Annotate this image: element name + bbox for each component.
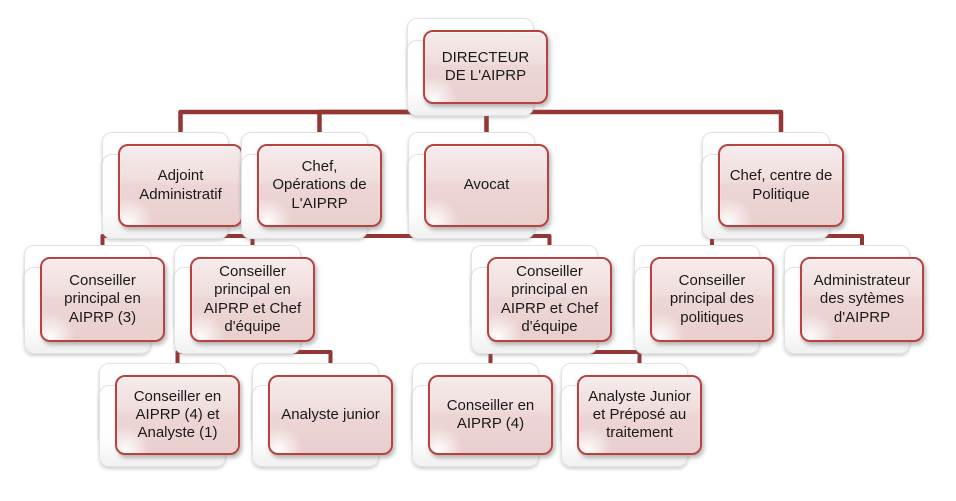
org-node-analyste-junior-prepose[interactable]: Analyste Junior et Préposé au traitement (561, 363, 702, 467)
org-node-face: Conseiller principal en AIPRP et Chef d'… (190, 257, 315, 342)
org-node-face: Analyste Junior et Préposé au traitement (577, 375, 702, 455)
org-node-label: Adjoint Administratif (139, 167, 222, 203)
org-node-face: Analyste junior (268, 375, 393, 455)
org-node-label: Conseiller principal en AIPRP et Chef d'… (203, 262, 302, 335)
org-node-directeur[interactable]: DIRECTEUR DE L'AIPRP (407, 18, 548, 116)
org-node-label: Chef, centre de Politique (729, 167, 833, 203)
org-node-label: Avocat (463, 176, 510, 194)
org-node-face: Adjoint Administratif (118, 144, 243, 227)
org-node-face: Chef, centre de Politique (718, 144, 844, 227)
org-node-chef-politique[interactable]: Chef, centre de Politique (702, 132, 844, 239)
org-node-label: Chef, Opérations de L'AIPRP (272, 158, 367, 212)
org-node-label: Conseiller en AIPRP (4) (446, 396, 535, 432)
org-node-face: DIRECTEUR DE L'AIPRP (423, 30, 548, 104)
org-node-chef-equipe-1[interactable]: Conseiller principal en AIPRP et Chef d'… (174, 245, 315, 354)
org-node-label: Conseiller principal des politiques (669, 272, 755, 326)
org-node-avocat[interactable]: Avocat (408, 132, 549, 239)
org-node-face: Conseiller principal en AIPRP et Chef d'… (487, 257, 612, 342)
org-node-chef-operations[interactable]: Chef, Opérations de L'AIPRP (241, 132, 382, 239)
org-node-face: Conseiller principal en AIPRP (3) (40, 257, 165, 342)
org-node-label: Conseiller principal en AIPRP (3) (64, 272, 141, 326)
org-node-face: Administrateur des sytèmes d'AIPRP (800, 257, 924, 342)
org-node-conseiller-principal-aiprp[interactable]: Conseiller principal en AIPRP (3) (24, 245, 165, 354)
org-node-face: Conseiller en AIPRP (4) (428, 375, 553, 455)
org-node-label: Conseiller principal en AIPRP et Chef d'… (500, 262, 599, 335)
org-node-analyste-junior[interactable]: Analyste junior (252, 363, 393, 467)
org-node-face: Chef, Opérations de L'AIPRP (257, 144, 382, 227)
org-node-chef-equipe-2[interactable]: Conseiller principal en AIPRP et Chef d'… (471, 245, 612, 354)
org-node-adjoint[interactable]: Adjoint Administratif (102, 132, 243, 239)
org-node-label: Analyste junior (281, 405, 380, 423)
org-node-conseiller-aiprp4-analyste[interactable]: Conseiller en AIPRP (4) et Analyste (1) (99, 363, 240, 467)
org-node-conseiller-politiques[interactable]: Conseiller principal des politiques (634, 245, 774, 354)
org-node-label: Analyste Junior et Préposé au traitement (588, 387, 691, 442)
org-node-label: DIRECTEUR DE L'AIPRP (441, 48, 530, 84)
org-node-admin-systemes[interactable]: Administrateur des sytèmes d'AIPRP (784, 245, 924, 354)
org-node-conseiller-aiprp4[interactable]: Conseiller en AIPRP (4) (412, 363, 553, 467)
org-node-label: Administrateur des sytèmes d'AIPRP (813, 272, 911, 326)
org-node-face: Conseiller en AIPRP (4) et Analyste (1) (115, 375, 240, 455)
org-node-face: Avocat (424, 144, 549, 227)
org-node-label: Conseiller en AIPRP (4) et Analyste (1) (133, 387, 222, 442)
org-node-face: Conseiller principal des politiques (650, 257, 774, 342)
